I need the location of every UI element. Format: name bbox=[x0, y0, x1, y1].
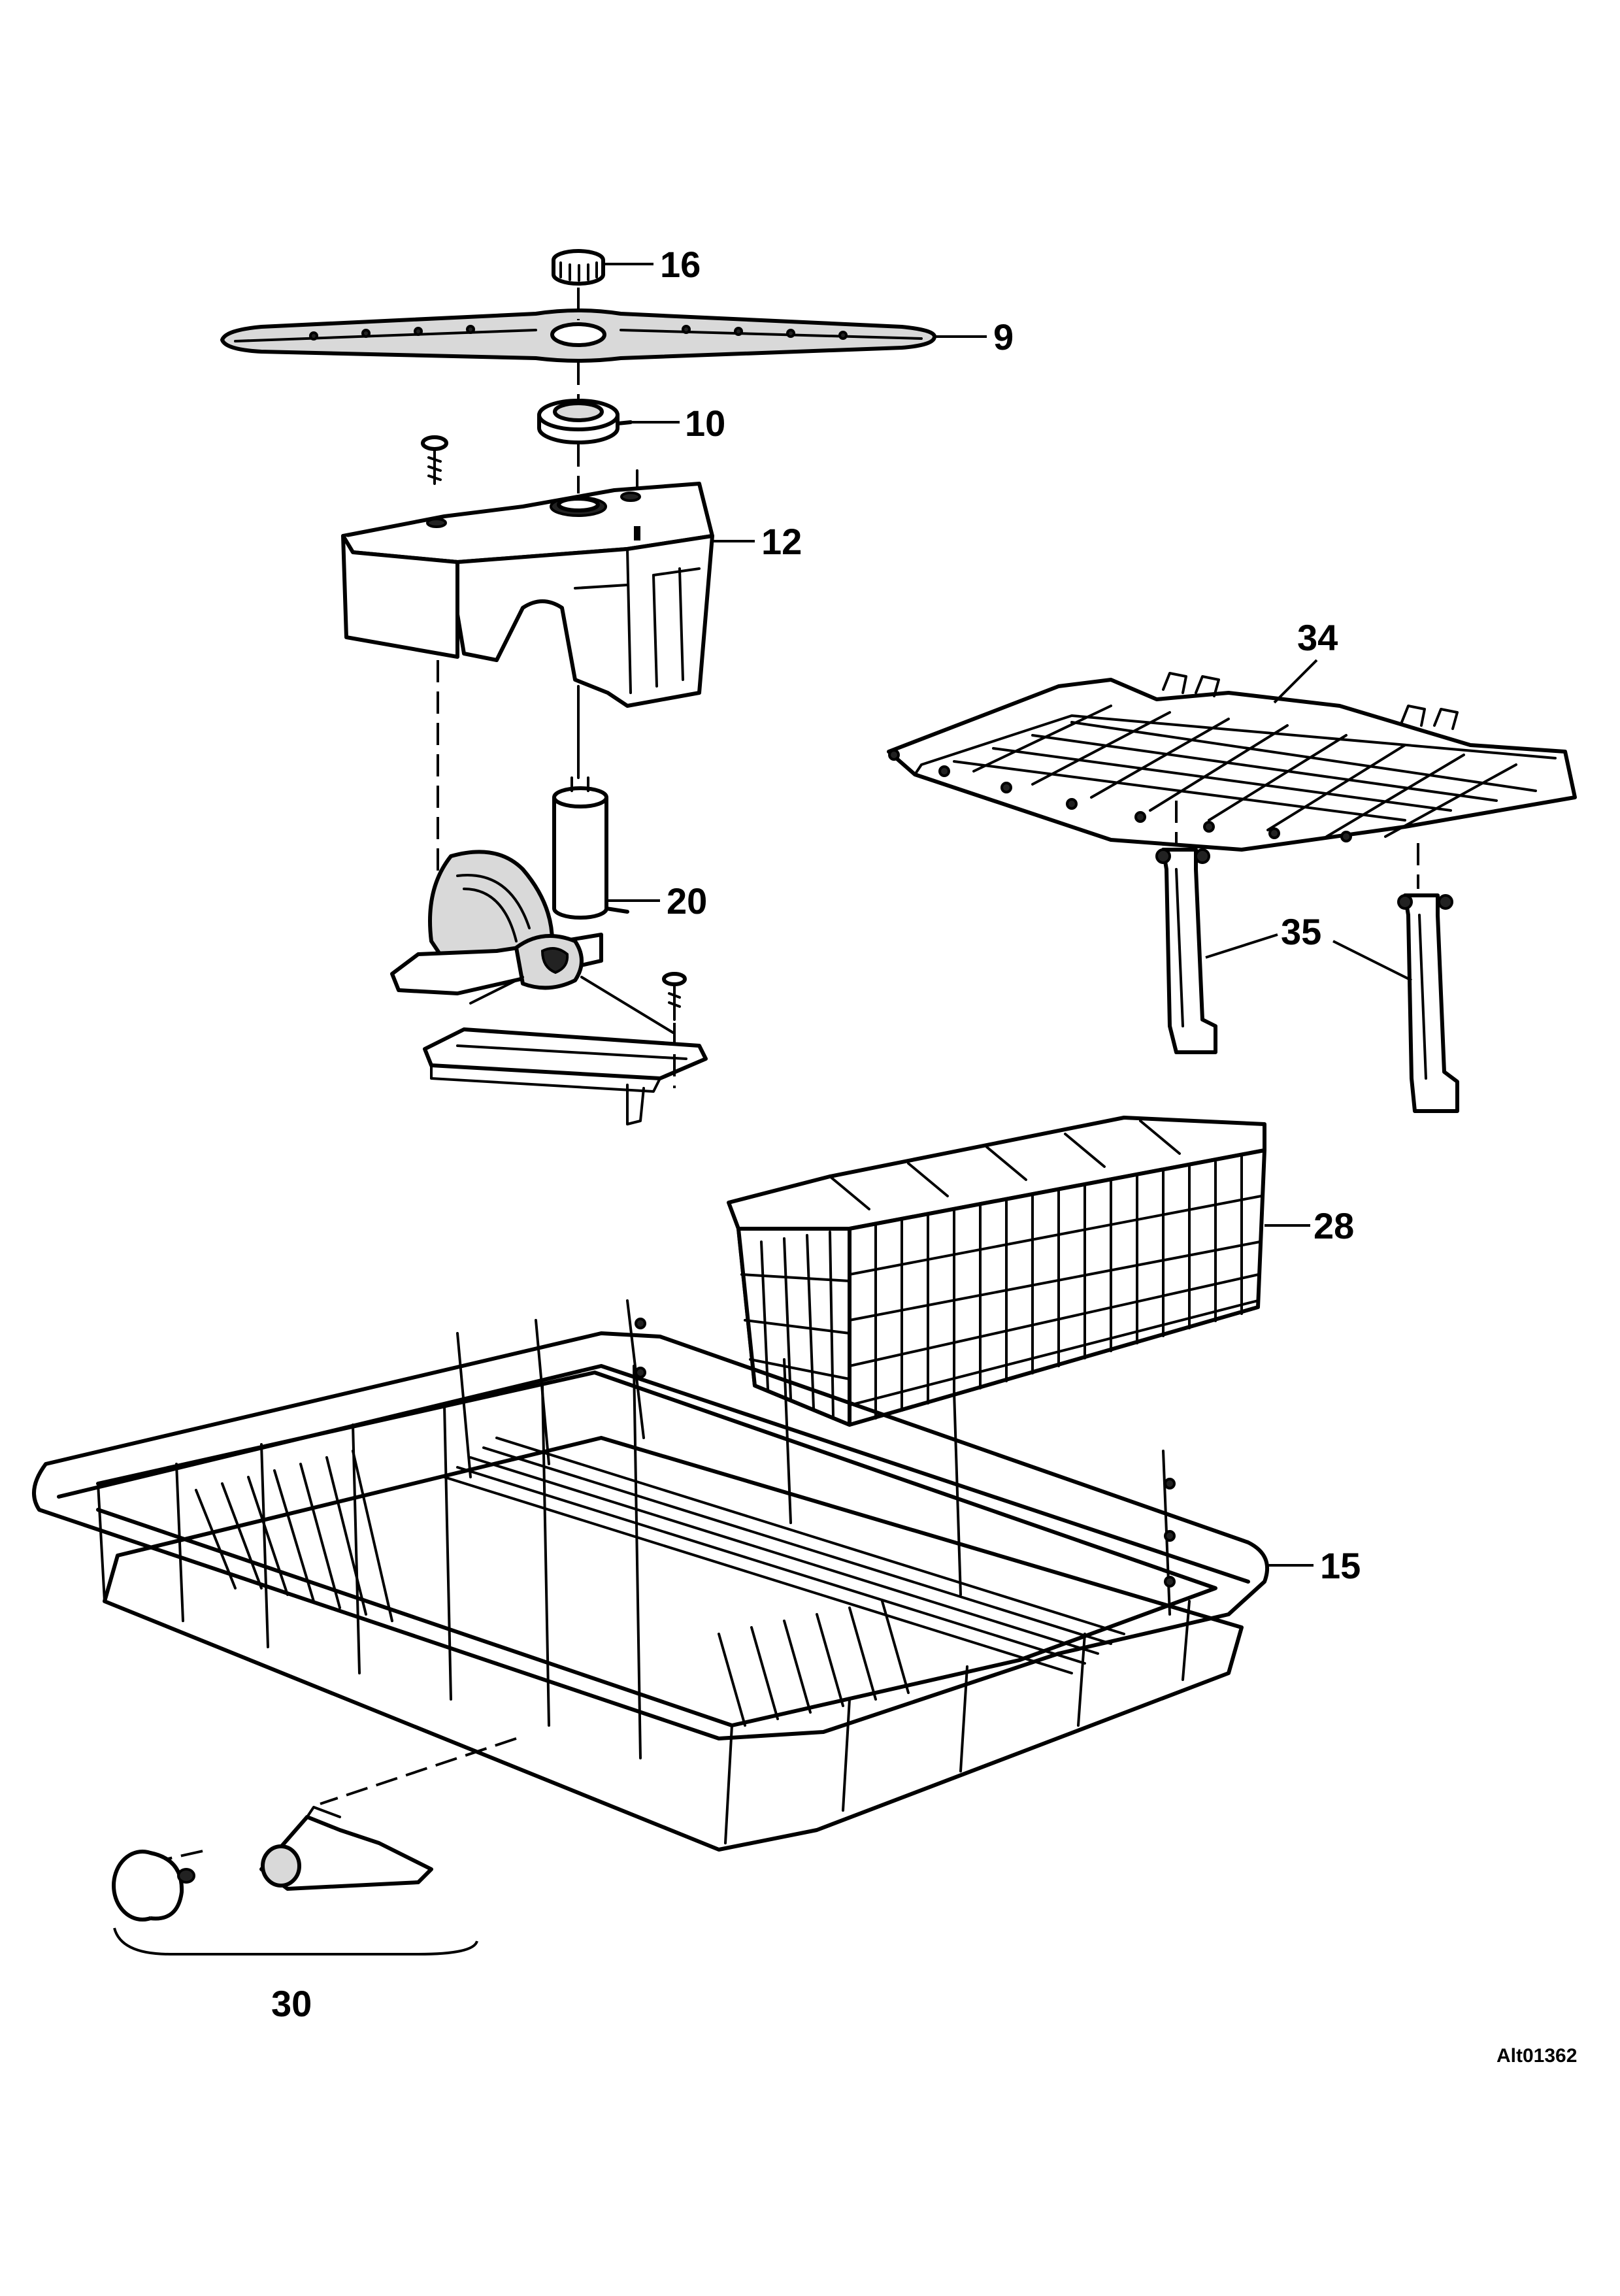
callout-12: 12 bbox=[761, 521, 802, 562]
callout-30: 30 bbox=[271, 1983, 312, 2024]
callout-34: 34 bbox=[1297, 617, 1338, 658]
part-34-cup-shelf bbox=[887, 672, 1577, 852]
pump-mounting-bracket bbox=[423, 976, 708, 1125]
bracket-30 bbox=[113, 1927, 478, 1955]
part-16-spray-arm-nut bbox=[552, 249, 605, 286]
part-15-lower-basket bbox=[32, 1299, 1269, 1852]
part-10-bearing-ring bbox=[537, 399, 633, 444]
screw-right bbox=[662, 972, 687, 1021]
callout-9: 9 bbox=[993, 316, 1014, 358]
callout-20: 20 bbox=[667, 880, 707, 922]
callout-15: 15 bbox=[1320, 1545, 1361, 1586]
callout-16: 16 bbox=[660, 244, 701, 285]
callout-28: 28 bbox=[1314, 1205, 1354, 1246]
part-28-cutlery-basket bbox=[727, 1116, 1266, 1427]
part-12-cover-housing bbox=[341, 482, 714, 708]
leader-35-right bbox=[1332, 940, 1412, 982]
callout-35: 35 bbox=[1281, 911, 1321, 952]
reference-code: Alt01362 bbox=[1496, 2045, 1577, 2067]
part-30-wheel-assembly bbox=[112, 1806, 433, 1922]
part-35-shelf-support-left bbox=[1155, 848, 1217, 1054]
callout-10: 10 bbox=[685, 403, 725, 444]
part-9-spray-arm bbox=[220, 308, 936, 363]
part-20-pump-assembly bbox=[390, 776, 629, 995]
callout-labels: 16 9 10 12 34 20 35 28 15 30 Alt01362 bbox=[271, 244, 1577, 2067]
part-35-shelf-support-right bbox=[1397, 893, 1459, 1113]
leader-34 bbox=[1273, 659, 1318, 704]
leader-35-left bbox=[1205, 933, 1278, 959]
screw-top-left bbox=[421, 435, 448, 485]
